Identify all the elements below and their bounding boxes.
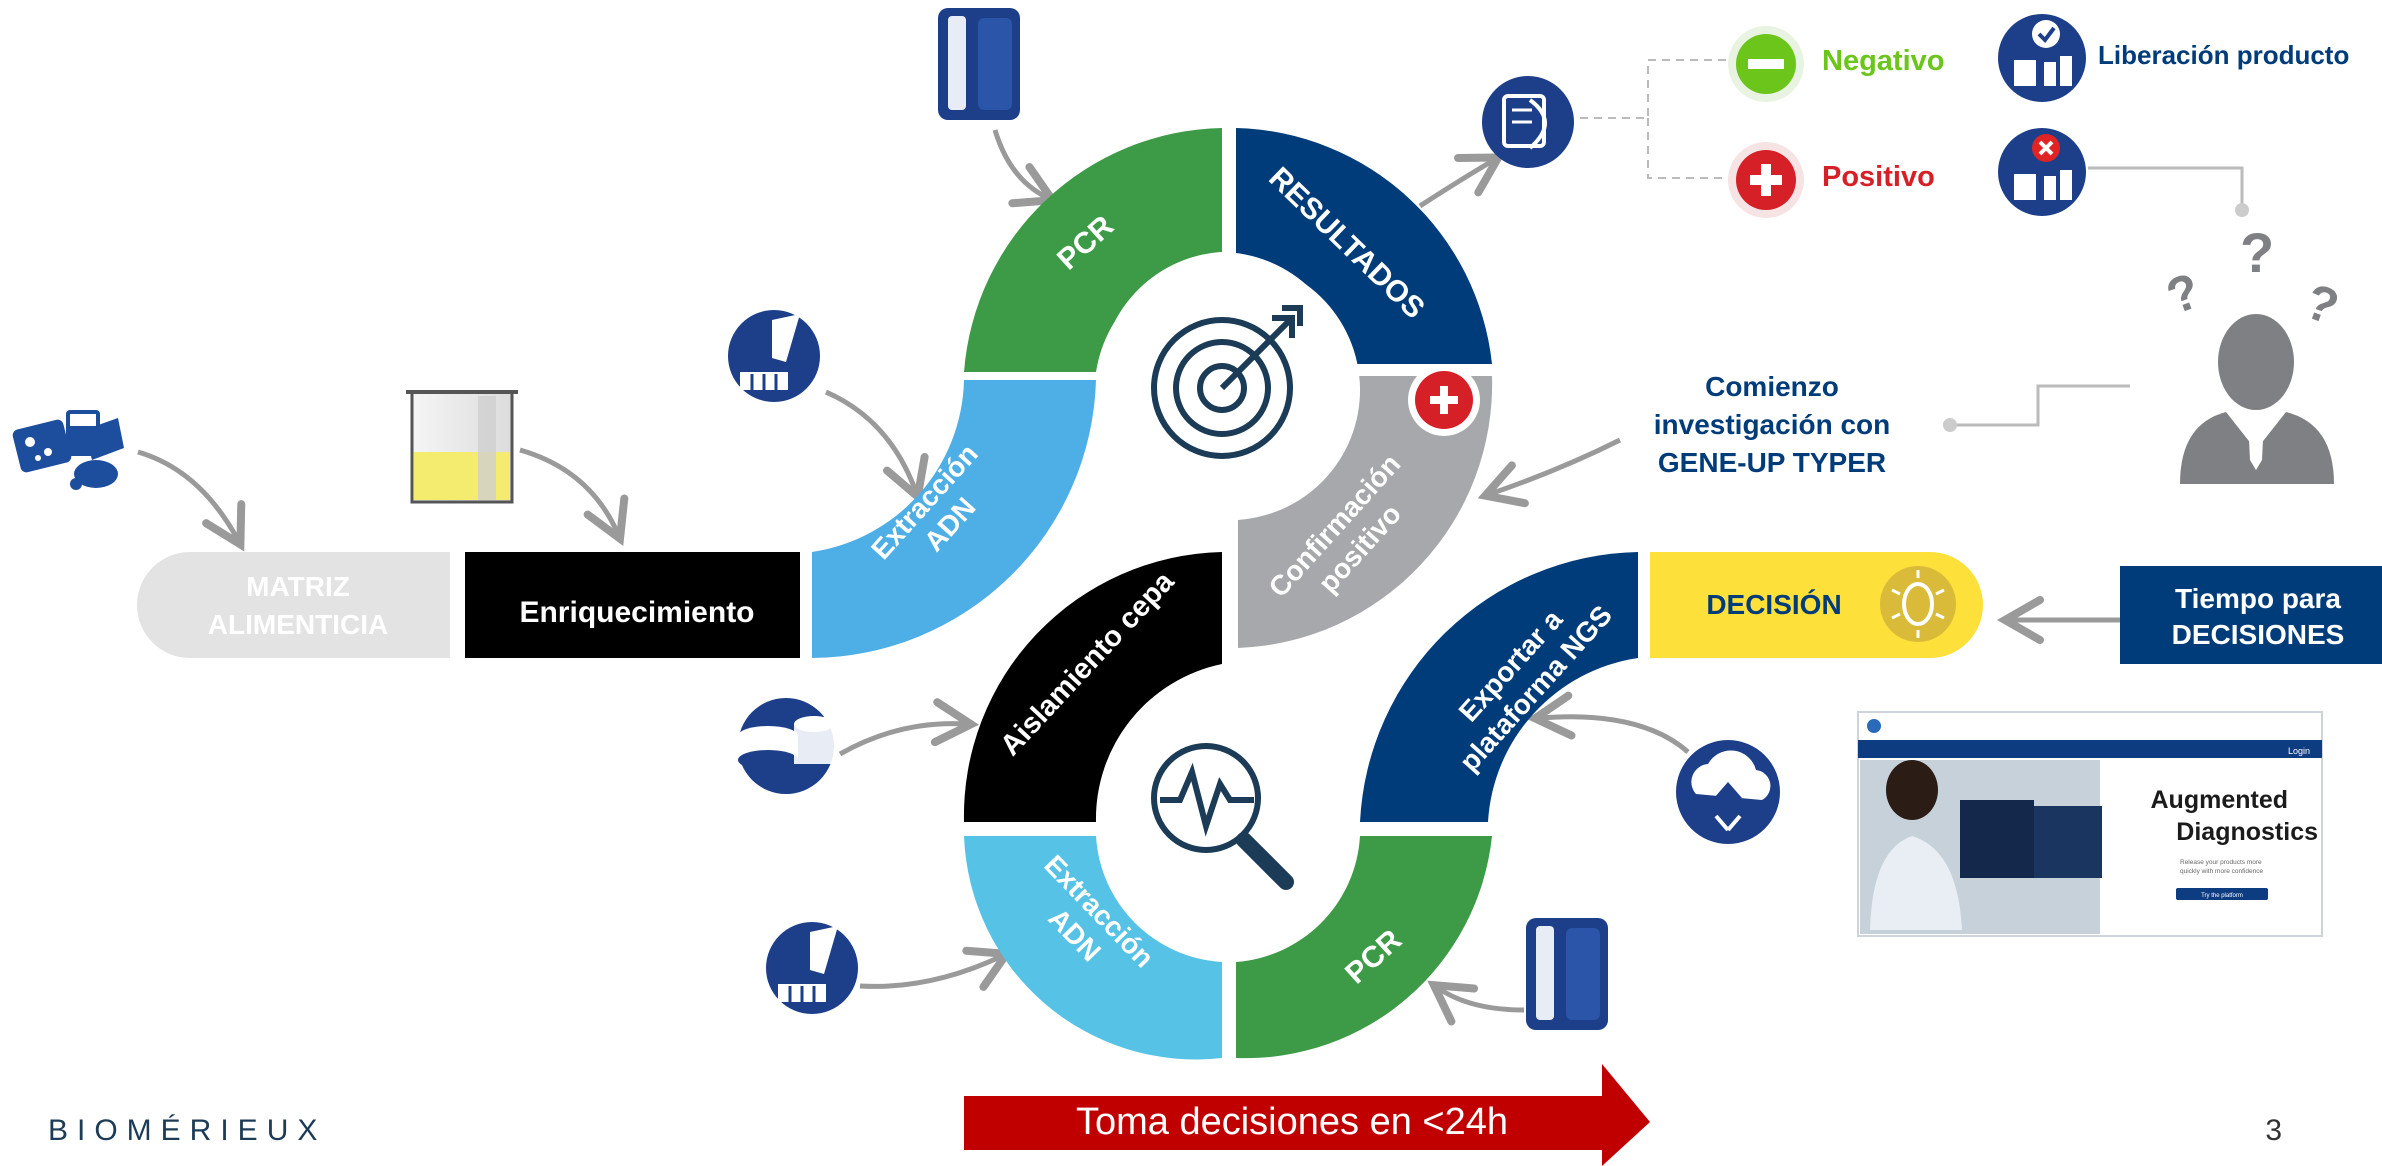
arrow-fridge2-to-pcr	[1427, 980, 1525, 1026]
enriquecimiento-box: Enriquecimiento	[465, 552, 800, 658]
connector-investigation	[1950, 384, 2130, 427]
matriz-line1: MATRIZ	[246, 571, 350, 602]
toma-decisiones-banner: Toma decisiones en <24h	[964, 1064, 1650, 1166]
fridge-icon-bottom	[1526, 918, 1608, 1030]
release-approved-icon	[1998, 14, 2086, 102]
segment-extraccion-bottom	[964, 836, 1222, 1060]
tiempo-box: Tiempo para DECISIONES	[2120, 566, 2382, 664]
augmented-diagnostics-screenshot: Login Augmented Diagnostics Release your…	[1857, 711, 2323, 937]
question-mark-2: ?	[2159, 262, 2207, 325]
arrow-fridge-to-pcr	[992, 129, 1060, 208]
positive-icon	[1728, 142, 1804, 218]
arrow-investigation-to-confirmacion	[1477, 437, 1622, 508]
segment-extraccion-top	[812, 380, 1096, 658]
positive-badge-icon	[1408, 364, 1480, 436]
arrow-resultados-to-report	[1418, 153, 1506, 209]
augmented-title-line2: Diagnostics	[2176, 818, 2318, 846]
beaker-icon	[406, 390, 518, 504]
segment-pcr-top	[964, 128, 1222, 372]
decision-label: DECISIÓN	[1706, 589, 1841, 620]
question-mark-1: ?	[2240, 221, 2274, 284]
segment-exportar	[1360, 552, 1638, 822]
liberacion-label: Liberación producto	[2098, 40, 2349, 70]
food-icon	[12, 410, 124, 490]
try-platform-label: Try the platform	[2201, 893, 2243, 899]
tiempo-line2: DECISIONES	[2172, 619, 2345, 650]
segment-resultados	[1236, 128, 1492, 364]
arrow-pipette2-to-extraccion	[859, 946, 1014, 991]
fridge-icon-top	[938, 8, 1020, 120]
try-platform-button[interactable]	[2176, 888, 2268, 900]
augmented-sub-line1: Release your products more	[2180, 859, 2262, 866]
connector-dashed	[1580, 59, 1728, 179]
release-rejected-icon	[1998, 128, 2086, 216]
investigation-line2: investigación con	[1654, 409, 1891, 440]
segment-aislamiento	[963, 552, 1222, 822]
report-icon	[1482, 76, 1574, 168]
person-question-icon: ? ? ?	[2159, 221, 2346, 484]
arrow-beaker-to-enrich	[519, 447, 629, 546]
petri-dishes-icon	[738, 698, 834, 794]
banner-label: Toma decisiones en <24h	[1076, 1101, 1508, 1143]
login-link[interactable]: Login	[2288, 746, 2310, 756]
search-pulse-icon	[1151, 743, 1294, 890]
matriz-alimenticia-box: MATRIZ ALIMENTICIA	[137, 552, 450, 658]
segment-pcr-bottom	[1236, 836, 1492, 1059]
page-number: 3	[2265, 1114, 2282, 1147]
matriz-line2: ALIMENTICIA	[208, 609, 388, 640]
arrow-plates-to-aislamiento	[838, 698, 980, 757]
augmented-sub-line2: quickly with more confidence	[2180, 868, 2263, 875]
bacteria-icon	[1880, 566, 1956, 642]
tiempo-line1: Tiempo para	[2175, 583, 2341, 614]
brand-wordmark: BIOMÉRIEUX	[48, 1114, 326, 1147]
pipette-icon-top	[728, 310, 820, 402]
arrow-cloud-to-exportar	[1526, 691, 1690, 754]
pipette-icon-bottom	[766, 922, 858, 1014]
investigation-line1: Comienzo	[1705, 371, 1839, 402]
search-drop	[1106, 682, 1357, 942]
positivo-label: Positivo	[1822, 161, 1935, 193]
connector-to-person	[2088, 166, 2244, 208]
decision-box: DECISIÓN	[1650, 552, 1983, 658]
target-icon	[1151, 305, 1303, 459]
arrow-pipette-to-extraccion	[824, 389, 929, 505]
negative-icon	[1728, 26, 1804, 102]
augmented-title-line1: Augmented	[2151, 786, 2289, 814]
arrow-food-to-matriz	[137, 449, 246, 552]
investigation-line3: GENE-UP TYPER	[1658, 447, 1886, 478]
enriquecimiento-label: Enriquecimiento	[519, 596, 754, 629]
cloud-upload-icon	[1676, 740, 1780, 844]
question-mark-3: ?	[2298, 273, 2346, 336]
negativo-label: Negativo	[1822, 45, 1944, 77]
segment-confirmacion	[1238, 376, 1493, 648]
